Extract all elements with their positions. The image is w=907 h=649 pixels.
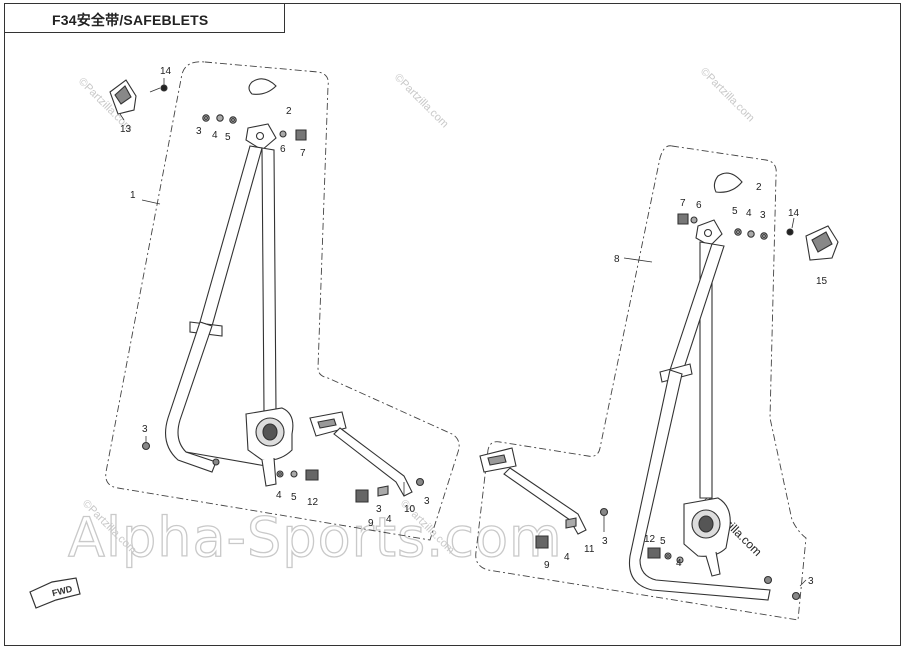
callout-right-4: 4 xyxy=(746,208,752,219)
callout-left-5: 5 xyxy=(225,132,231,143)
callout-left-9: 9 xyxy=(368,518,374,529)
right-shoulder-webbing xyxy=(669,243,725,375)
callout-left-4: 4 xyxy=(212,130,218,141)
pillar-cap-2-right-icon xyxy=(713,172,743,193)
pillar-cap-2-icon xyxy=(248,78,277,95)
callout-right-4b: 4 xyxy=(564,552,570,563)
callout-left-13: 13 xyxy=(120,124,132,135)
callout-left-4b: 4 xyxy=(276,490,282,501)
left-buckle-stalk xyxy=(333,427,413,497)
left-callouts: 14 13 2 3 4 5 6 7 1 3 4 5 12 9 3 4 10 3 xyxy=(120,66,430,529)
callout-left-7: 7 xyxy=(300,148,306,159)
callout-right-3: 3 xyxy=(760,210,766,221)
callout-right-5b: 5 xyxy=(660,536,666,547)
callout-right-3c: 3 xyxy=(808,576,814,587)
left-lap-webbing xyxy=(165,321,217,473)
callout-left-12: 12 xyxy=(307,497,319,508)
callout-right-4c: 4 xyxy=(676,558,682,569)
callout-right-7: 7 xyxy=(680,198,686,209)
callout-right-3b: 3 xyxy=(602,536,608,547)
callout-right-8: 8 xyxy=(614,254,620,265)
callout-left-10: 10 xyxy=(404,504,416,515)
callout-right-2: 2 xyxy=(756,182,762,193)
callout-left-3c: 3 xyxy=(376,504,382,515)
callout-right-5: 5 xyxy=(732,206,738,217)
left-shoulder-webbing xyxy=(199,145,263,327)
watermark-text: Alpha-Sports.com xyxy=(68,506,563,569)
callout-left-1: 1 xyxy=(130,190,136,201)
callout-right-9: 9 xyxy=(544,560,550,571)
callout-left-14: 14 xyxy=(160,66,172,77)
page-title: F34安全带/SAFEBLETS xyxy=(52,12,209,28)
site-mark-2: ©Partzilla.com xyxy=(392,72,451,131)
title-box: F34安全带/SAFEBLETS xyxy=(4,3,285,33)
fwd-arrow-icon: FWD xyxy=(29,577,81,609)
right-assembly-outline xyxy=(475,145,807,621)
callout-right-11: 11 xyxy=(584,544,595,555)
callout-right-6: 6 xyxy=(696,200,702,211)
right-lap-webbing xyxy=(628,369,771,601)
callout-left-3: 3 xyxy=(196,126,202,137)
callout-left-5b: 5 xyxy=(291,492,297,503)
callout-left-3b: 3 xyxy=(142,424,148,435)
callout-right-14: 14 xyxy=(788,208,800,219)
fwd-label: FWD xyxy=(51,584,74,599)
right-leader-lines xyxy=(603,217,807,587)
right-callouts: 2 7 6 5 4 3 14 15 8 3 9 4 11 12 5 4 3 xyxy=(544,182,828,587)
left-seatbelt xyxy=(109,78,425,503)
callout-right-15: 15 xyxy=(816,276,828,287)
callout-left-2: 2 xyxy=(286,106,292,117)
callout-left-6: 6 xyxy=(280,144,286,155)
site-mark-3: ©Partzilla.com xyxy=(698,66,757,125)
callout-right-12: 12 xyxy=(644,534,656,545)
left-leader-lines xyxy=(119,78,405,496)
callout-left-4c: 4 xyxy=(386,514,392,525)
left-retractor-webbing xyxy=(261,147,277,413)
right-seatbelt xyxy=(479,172,839,601)
right-buckle-stalk xyxy=(503,467,587,535)
left-assembly-outline xyxy=(105,61,460,541)
callout-left-3d: 3 xyxy=(424,496,430,507)
